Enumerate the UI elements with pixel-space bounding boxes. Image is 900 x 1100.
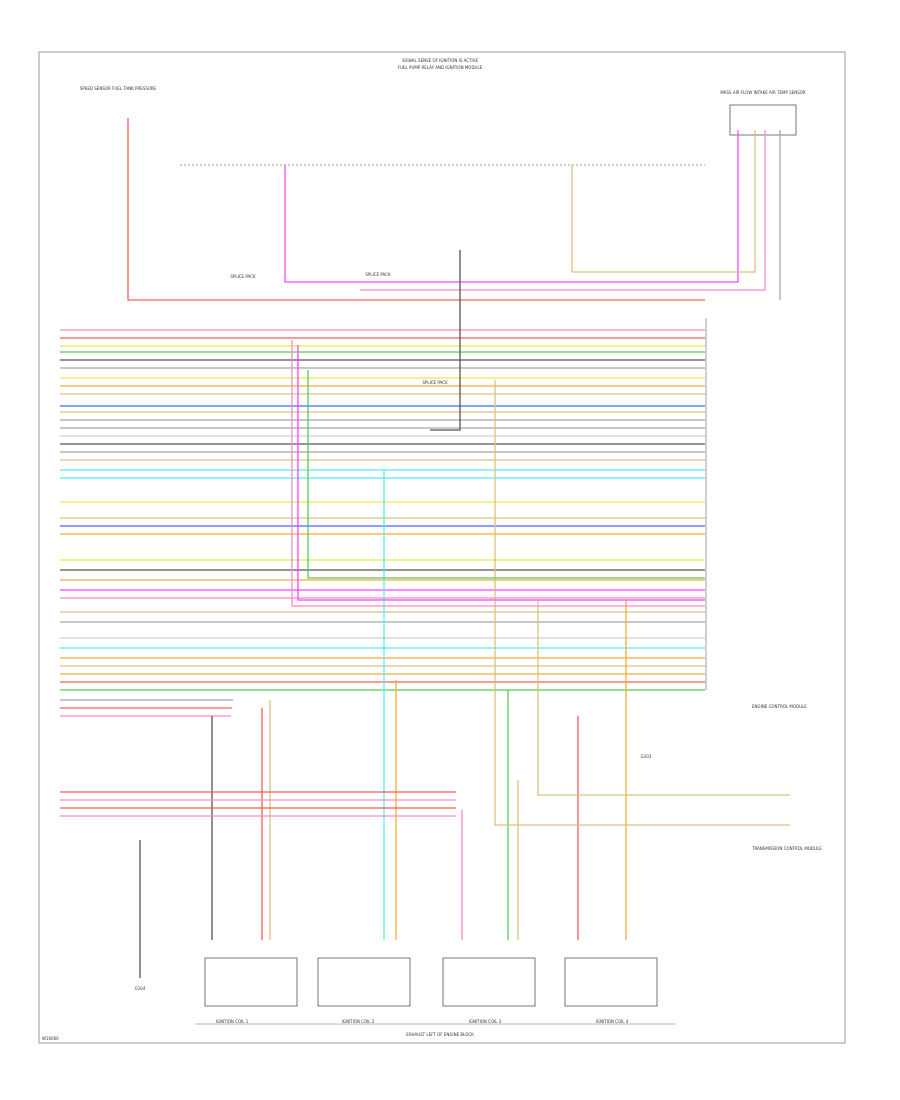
tcm-label: TRANSMISSION CONTROL MODULE — [751, 846, 822, 851]
left-sensor-label: SPEED SENSOR FUEL TANK PRESSURE — [80, 86, 157, 91]
wire-green-long — [307, 370, 705, 579]
ground-label-1: G103 — [641, 754, 652, 759]
wire-tan-tcm-2 — [494, 380, 790, 826]
ignition-coil-3-box — [442, 957, 536, 1007]
ecm-label: ENGINE CONTROL MODULE — [752, 704, 807, 709]
header-line-2: FUEL PUMP RELAY AND IGNITION MODULE — [398, 65, 483, 70]
coil-label-2: IGNITION COIL 2 — [342, 1019, 375, 1024]
ignition-coil-4-box — [564, 957, 658, 1007]
ignition-coil-2-box — [317, 957, 411, 1007]
splice-label-3: SPLICE PACK — [422, 380, 448, 385]
ground-label-2: G104 — [135, 986, 146, 991]
splice-label-2: SPLICE PACK — [365, 272, 391, 277]
header-line-1: SIGNAL SENSE OF IGNITION IS ACTIVE — [402, 58, 478, 63]
wire-tan-top — [571, 130, 756, 273]
wire-red-loop — [127, 118, 705, 301]
ignition-coil-1-box — [204, 957, 298, 1007]
wire-dark-splice — [430, 250, 461, 431]
coil-label-1: IGNITION COIL 1 — [216, 1019, 249, 1024]
bottom-note: EXHAUST LEFT OF ENGINE BLOCK — [406, 1032, 474, 1037]
maf-sensor-box — [729, 104, 797, 136]
wire-pink-long — [291, 340, 705, 607]
wire-group — [60, 118, 790, 978]
wire-magenta-long — [297, 345, 705, 601]
splice-label-1: SPLICE PACK — [230, 274, 256, 279]
coil-label-4: IGNITION COIL 4 — [596, 1019, 629, 1024]
maf-sensor-label: MASS AIR FLOW INTAKE AIR TEMP SENSOR — [720, 90, 806, 95]
page-code: W16060 — [42, 1036, 59, 1041]
wire-tan-tcm — [537, 600, 790, 796]
wire-pink-top — [360, 130, 766, 291]
wire-magenta-top — [284, 130, 739, 283]
diagram-frame — [38, 51, 846, 1044]
coil-label-3: IGNITION COIL 3 — [469, 1019, 502, 1024]
